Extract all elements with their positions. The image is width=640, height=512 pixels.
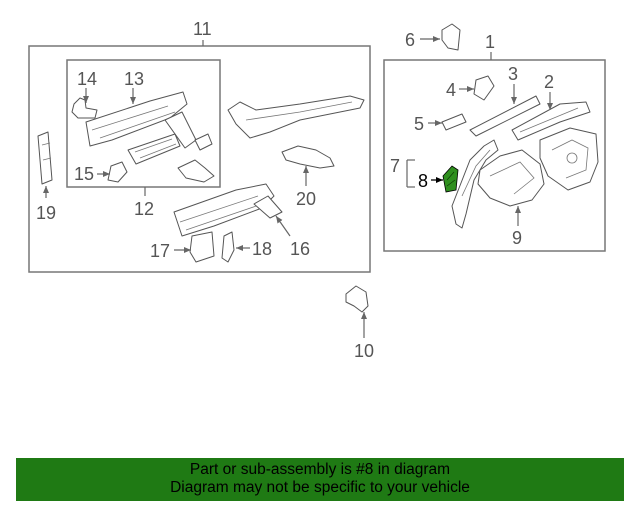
part-6[interactable] (441, 23, 461, 51)
callout-13[interactable]: 13 (124, 69, 144, 89)
callout-20[interactable]: 20 (296, 189, 316, 209)
callout-15[interactable]: 15 (74, 164, 94, 184)
callout-16[interactable]: 16 (290, 239, 310, 259)
callout-11[interactable]: 11 (193, 19, 212, 39)
callout-9[interactable]: 9 (512, 228, 522, 248)
callout-6[interactable]: 6 (405, 30, 415, 50)
banner-line-1: Part or sub-assembly is #8 in diagram (189, 461, 451, 478)
part-10[interactable] (345, 285, 369, 313)
part-13[interactable] (85, 91, 197, 149)
part-14[interactable] (71, 97, 98, 119)
callout-5[interactable]: 5 (414, 114, 424, 134)
part-8-highlighted[interactable] (442, 165, 459, 193)
part-rail-upper (227, 95, 365, 139)
callout-12[interactable]: 12 (134, 199, 154, 219)
callout-1[interactable]: 1 (485, 32, 495, 52)
part-inner-bracket (127, 133, 215, 183)
callout-2[interactable]: 2 (544, 72, 554, 92)
callout-17[interactable]: 17 (150, 241, 170, 261)
part-18[interactable] (221, 231, 235, 263)
part-3[interactable] (469, 95, 541, 137)
info-banner: Part or sub-assembly is #8 in diagram Di… (16, 458, 624, 501)
callout-4[interactable]: 4 (446, 80, 456, 100)
part-16-rail (173, 183, 283, 237)
part-9[interactable] (477, 149, 545, 207)
callout-19[interactable]: 19 (36, 203, 56, 223)
part-19[interactable] (37, 131, 53, 185)
callout-7[interactable]: 7 (390, 156, 400, 176)
banner-line-2: Diagram may not be specific to your vehi… (170, 479, 470, 496)
callout-14[interactable]: 14 (77, 69, 97, 89)
callout-10[interactable]: 10 (354, 341, 374, 361)
part-20[interactable] (281, 145, 335, 169)
callout-3[interactable]: 3 (508, 64, 518, 84)
part-15[interactable] (107, 161, 128, 183)
part-17[interactable] (189, 231, 215, 263)
callout-8[interactable]: 8 (418, 171, 428, 191)
part-strut-tower (539, 127, 599, 191)
part-7[interactable] (451, 139, 499, 229)
group-box-11 (28, 45, 371, 273)
callout-18[interactable]: 18 (252, 239, 272, 259)
part-4[interactable] (473, 75, 495, 101)
part-5[interactable] (441, 113, 467, 131)
part-2[interactable] (511, 101, 591, 141)
group-box-12 (66, 59, 221, 188)
group-box-1 (383, 59, 606, 252)
